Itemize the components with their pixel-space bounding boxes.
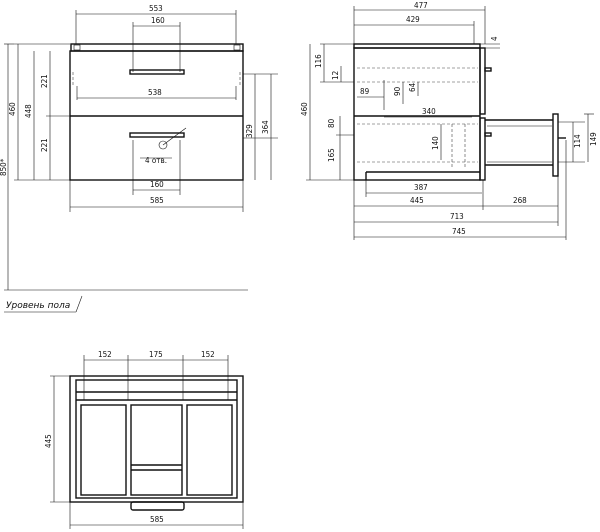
dim-front-height-lower: 221 (40, 138, 49, 152)
note-holes: 4 отв. (145, 156, 167, 165)
dim-side-64: 64 (408, 82, 417, 92)
dim-side-340: 340 (422, 107, 436, 116)
dim-side-165: 165 (327, 148, 336, 162)
side-view: 477 429 4 116 12 89 9 (300, 1, 598, 240)
dim-side-713: 713 (450, 212, 464, 221)
dim-front-height-upper: 221 (40, 74, 49, 88)
dim-plan-depth: 445 (44, 434, 53, 448)
dim-front-handle-top: 160 (151, 16, 165, 25)
dim-side-149: 149 (589, 132, 598, 146)
label-floor-level: Уровень пола (6, 301, 70, 311)
dim-side-4: 4 (490, 36, 499, 41)
dim-plan-w2: 175 (149, 350, 163, 359)
dim-side-140: 140 (431, 136, 440, 150)
dim-front-height-total: 460 (8, 102, 17, 116)
dim-side-268: 268 (513, 196, 527, 205)
dim-side-top-total: 477 (414, 1, 428, 10)
front-view: 553 160 538 4 отв. 160 (8, 4, 278, 212)
dim-side-445: 445 (410, 196, 424, 205)
floor-level: 850* Уровень пола (0, 43, 248, 313)
dim-side-745: 745 (452, 227, 466, 236)
dim-front-top-width: 553 (149, 4, 163, 13)
dim-front-handle-bottom: 160 (150, 180, 164, 189)
dim-plan-width: 585 (150, 515, 164, 524)
dim-front-height-body: 448 (24, 104, 33, 118)
dim-side-116: 116 (314, 54, 323, 68)
dim-side-80: 80 (327, 118, 336, 128)
dim-side-90: 90 (393, 86, 402, 96)
dim-side-387: 387 (414, 183, 428, 192)
dim-front-right-364: 364 (261, 120, 270, 134)
dim-plan-w1: 152 (98, 350, 112, 359)
dim-plan-w3: 152 (201, 350, 215, 359)
dim-side-114: 114 (573, 134, 582, 148)
plan-view: 152 175 152 445 585 (44, 350, 244, 529)
dim-front-right-329: 329 (245, 124, 254, 138)
dim-side-89: 89 (360, 87, 370, 96)
dim-side-12: 12 (331, 71, 340, 80)
dim-floor-height: 850* (0, 158, 8, 176)
dim-front-inner-width: 538 (148, 88, 162, 97)
dim-front-bottom-width: 585 (150, 196, 164, 205)
dim-side-460: 460 (300, 102, 309, 116)
dim-side-top-depth: 429 (406, 15, 420, 24)
